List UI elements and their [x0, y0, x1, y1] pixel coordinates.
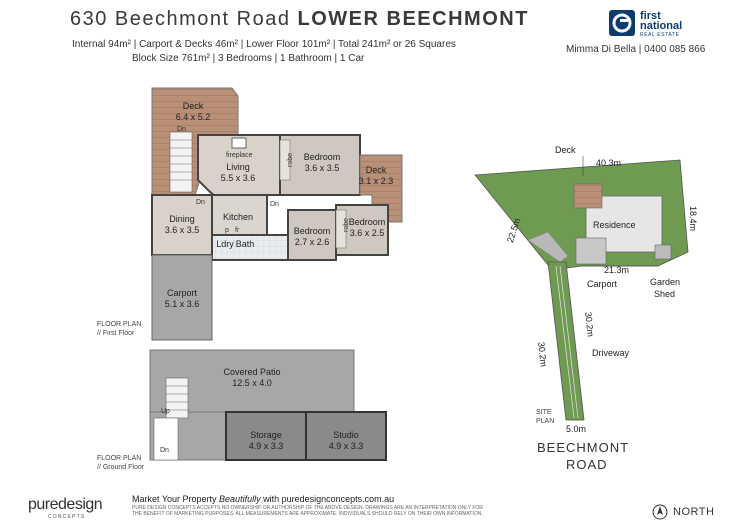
up-label: Up: [161, 408, 170, 415]
fridge-label: fr: [235, 227, 240, 234]
deck-top-label: Deck: [183, 101, 204, 111]
agent-contact: Mimma Di Bella | 0400 085 866: [566, 44, 706, 55]
dim-drive-left: 30.2m: [536, 341, 549, 367]
stairs-dn-label: Dn: [177, 126, 186, 133]
dn-label-2: Dn: [196, 199, 205, 206]
residence-label: Residence: [593, 220, 636, 230]
first-floor-sublabel: // First Floor: [97, 330, 135, 337]
patio-dim: 12.5 x 4.0: [232, 378, 272, 388]
robe-label-2: robe: [343, 218, 350, 232]
bedroom1-dim: 3.6 x 3.5: [305, 163, 340, 173]
ground-floor-label: FLOOR PLAN: [97, 455, 141, 462]
dining-area: [151, 194, 213, 256]
dining-label: Dining: [169, 214, 195, 224]
first-national-logo-icon: [609, 10, 635, 36]
deck-right-label: Deck: [366, 165, 387, 175]
garden-label-2: Shed: [654, 289, 675, 299]
stats-line-2: Block Size 761m² | 3 Bedrooms | 1 Bathro…: [132, 53, 365, 64]
studio-dim: 4.9 x 3.3: [329, 441, 364, 451]
bedroom3-dim: 3.6 x 2.5: [350, 228, 385, 238]
robe-label-1: robe: [287, 153, 294, 167]
driveway-strip: [547, 261, 585, 421]
kitchen-label: Kitchen: [223, 212, 253, 222]
studio-area: [305, 411, 387, 461]
site-plan: [474, 156, 689, 421]
garden-label-1: Garden: [650, 277, 680, 287]
ground-floor-plan: [149, 349, 387, 461]
storage-label: Storage: [250, 430, 282, 440]
patio-label: Covered Patio: [223, 367, 280, 377]
carport-dim: 5.1 x 3.6: [165, 299, 200, 309]
first-floor-label: FLOOR PLAN: [97, 321, 141, 328]
road-label-1: BEECHMONT: [537, 440, 629, 455]
living-dim: 5.5 x 3.6: [221, 173, 256, 183]
deck-right-dim: 3.1 x 2.3: [359, 176, 394, 186]
site-deck-label: Deck: [555, 145, 576, 155]
puredesign-logo: puredesign: [28, 496, 103, 513]
driveway-label: Driveway: [592, 348, 630, 358]
bedroom2-dim: 2.7 x 2.6: [295, 237, 330, 247]
bedroom2-area: [287, 209, 337, 261]
studio-label: Studio: [333, 430, 359, 440]
dining-dim: 3.6 x 3.5: [165, 225, 200, 235]
north-arrow-icon: [652, 504, 668, 520]
footer-disclaimer: Pure Design Concepts accepts no ownershi…: [132, 505, 483, 517]
road-label-2: ROAD: [566, 457, 608, 472]
site-plan-label-1: SITE: [536, 409, 552, 416]
dim-right: 18.4m: [688, 206, 698, 231]
dim-drive-right: 30.2m: [583, 311, 596, 337]
bedroom3-label: Bedroom: [349, 217, 386, 227]
first-floor-plan: [151, 87, 403, 341]
bedroom2-label: Bedroom: [294, 226, 331, 236]
carport-label: Carport: [167, 288, 198, 298]
site-carport-label: Carport: [587, 279, 618, 289]
stats-line-1: Internal 94m² | Carport & Decks 46m² | L…: [72, 39, 456, 50]
fireplace-label: fireplace: [226, 152, 253, 159]
site-plan-label-2: PLAN: [536, 418, 554, 425]
dim-bottom: 5.0m: [566, 424, 586, 434]
bedroom1-label: Bedroom: [304, 152, 341, 162]
address-text: 630 Beechmont Road: [70, 8, 291, 30]
kitchen-area: [211, 194, 268, 236]
brand-sub: REAL ESTATE: [640, 32, 680, 38]
puredesign-logo-sub: CONCEPTS: [48, 514, 86, 520]
storage-dim: 4.9 x 3.3: [249, 441, 284, 451]
ldry-label: Ldry: [216, 239, 234, 249]
living-label: Living: [226, 162, 250, 172]
dn-label-ground: Dn: [160, 447, 169, 454]
brand-name: first national: [640, 10, 683, 32]
storage-area: [225, 411, 307, 461]
suburb-text: LOWER BEECHMONT: [297, 8, 529, 30]
dim-inner: 21.3m: [604, 265, 629, 275]
bath-label: Bath: [236, 239, 255, 249]
dn-label-3: Dn: [270, 201, 279, 208]
pantry-label: p: [225, 227, 229, 234]
property-title: 630 Beechmont Road LOWER BEECHMONT: [70, 8, 529, 31]
ground-floor-sublabel: // Ground Floor: [97, 464, 145, 471]
footer-tagline: Market Your Property Beautifully with pu…: [132, 494, 395, 504]
north-label: NORTH: [673, 506, 715, 518]
deck-top-dim: 6.4 x 5.2: [176, 112, 211, 122]
dim-top: 40.3m: [596, 158, 621, 168]
carport-area: [151, 254, 213, 341]
